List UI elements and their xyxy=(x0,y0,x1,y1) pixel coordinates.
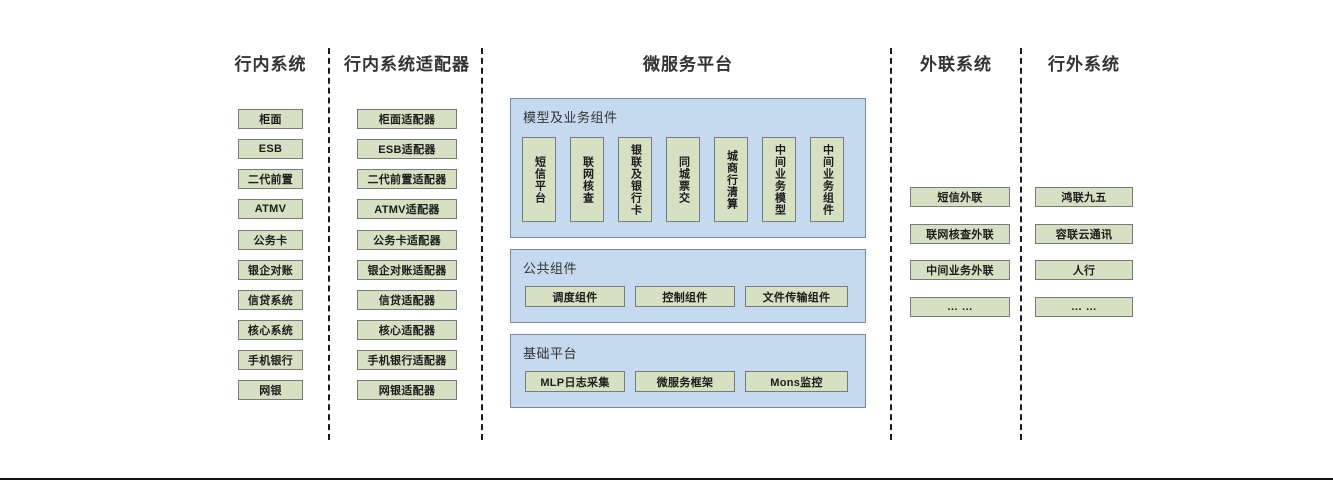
node-in-bank-adapter[interactable]: ESB适配器 xyxy=(357,139,457,159)
vnode-model-component[interactable]: 银联及银行卡 xyxy=(618,137,652,222)
vnode-label: 短信平台 xyxy=(533,155,546,204)
node-in-bank-adapter[interactable]: 网银适配器 xyxy=(357,380,457,400)
node-in-bank-system[interactable]: 二代前置 xyxy=(238,169,303,189)
node-external-link-system[interactable]: 联网核查外联 xyxy=(910,224,1010,244)
vnode-label: 联网核查 xyxy=(581,155,594,204)
node-in-bank-adapter[interactable]: 二代前置适配器 xyxy=(357,169,457,189)
vnode-label: 中间业务模型 xyxy=(773,143,786,216)
node-in-bank-system[interactable]: 网银 xyxy=(238,380,303,400)
vnode-label: 银联及银行卡 xyxy=(629,143,642,216)
separator-1 xyxy=(328,48,330,440)
separator-2 xyxy=(481,48,483,440)
vnode-model-component[interactable]: 同城票交 xyxy=(666,137,700,222)
vnode-model-component[interactable]: 中间业务模型 xyxy=(762,137,796,222)
platform-title: 微服务平台 xyxy=(643,55,733,74)
node-external-link-system[interactable]: 短信外联 xyxy=(910,187,1010,207)
separator-4 xyxy=(1020,48,1022,440)
node-out-of-bank-system[interactable]: 鸿联九五 xyxy=(1035,187,1133,207)
node-in-bank-adapter[interactable]: 手机银行适配器 xyxy=(357,350,457,370)
node-public-component[interactable]: 控制组件 xyxy=(635,286,735,307)
vnode-label: 同城票交 xyxy=(677,155,690,204)
node-in-bank-system[interactable]: 柜面 xyxy=(238,109,303,129)
node-base-platform-component[interactable]: 微服务框架 xyxy=(635,371,735,392)
node-out-of-bank-system[interactable]: … … xyxy=(1035,297,1133,317)
node-in-bank-system[interactable]: 核心系统 xyxy=(238,320,303,340)
node-in-bank-system[interactable]: 手机银行 xyxy=(238,350,303,370)
vnode-label: 城商行清算 xyxy=(725,149,738,210)
node-in-bank-adapter[interactable]: 柜面适配器 xyxy=(357,109,457,129)
column-title-external-link-systems: 外联系统 xyxy=(920,55,992,74)
vnode-model-component[interactable]: 联网核查 xyxy=(570,137,604,222)
separator-3 xyxy=(890,48,892,440)
column-title-in-bank-systems: 行内系统 xyxy=(234,55,307,74)
node-in-bank-adapter[interactable]: ATMV适配器 xyxy=(357,199,457,219)
column-title-out-of-bank-systems: 行外系统 xyxy=(1048,55,1120,74)
node-external-link-system[interactable]: 中间业务外联 xyxy=(910,260,1010,280)
panel-title-base-platform: 基础平台 xyxy=(523,346,578,361)
node-out-of-bank-system[interactable]: 人行 xyxy=(1035,260,1133,280)
node-base-platform-component[interactable]: Mons监控 xyxy=(745,371,848,392)
node-in-bank-system[interactable]: 公务卡 xyxy=(238,230,303,250)
node-in-bank-system[interactable]: ATMV xyxy=(238,199,303,219)
node-in-bank-system[interactable]: 信贷系统 xyxy=(238,290,303,310)
vnode-model-component[interactable]: 短信平台 xyxy=(522,137,556,222)
node-out-of-bank-system[interactable]: 容联云通讯 xyxy=(1035,224,1133,244)
vnode-model-component[interactable]: 城商行清算 xyxy=(714,137,748,222)
node-in-bank-adapter[interactable]: 公务卡适配器 xyxy=(357,230,457,250)
node-external-link-system[interactable]: … … xyxy=(910,297,1010,317)
column-title-in-bank-adapters: 行内系统适配器 xyxy=(344,55,470,74)
node-in-bank-system[interactable]: ESB xyxy=(238,139,303,159)
vnode-label: 中间业务组件 xyxy=(821,143,834,216)
node-in-bank-adapter[interactable]: 核心适配器 xyxy=(357,320,457,340)
panel-title-public-components: 公共组件 xyxy=(523,261,578,276)
panel-title-model-business-components: 模型及业务组件 xyxy=(523,110,618,125)
node-public-component[interactable]: 调度组件 xyxy=(525,286,625,307)
node-base-platform-component[interactable]: MLP日志采集 xyxy=(525,371,625,392)
vnode-model-component[interactable]: 中间业务组件 xyxy=(810,137,844,222)
node-in-bank-adapter[interactable]: 银企对账适配器 xyxy=(357,260,457,280)
bottom-divider xyxy=(0,478,1333,480)
node-in-bank-adapter[interactable]: 信贷适配器 xyxy=(357,290,457,310)
node-in-bank-system[interactable]: 银企对账 xyxy=(238,260,303,280)
node-public-component[interactable]: 文件传输组件 xyxy=(745,286,848,307)
